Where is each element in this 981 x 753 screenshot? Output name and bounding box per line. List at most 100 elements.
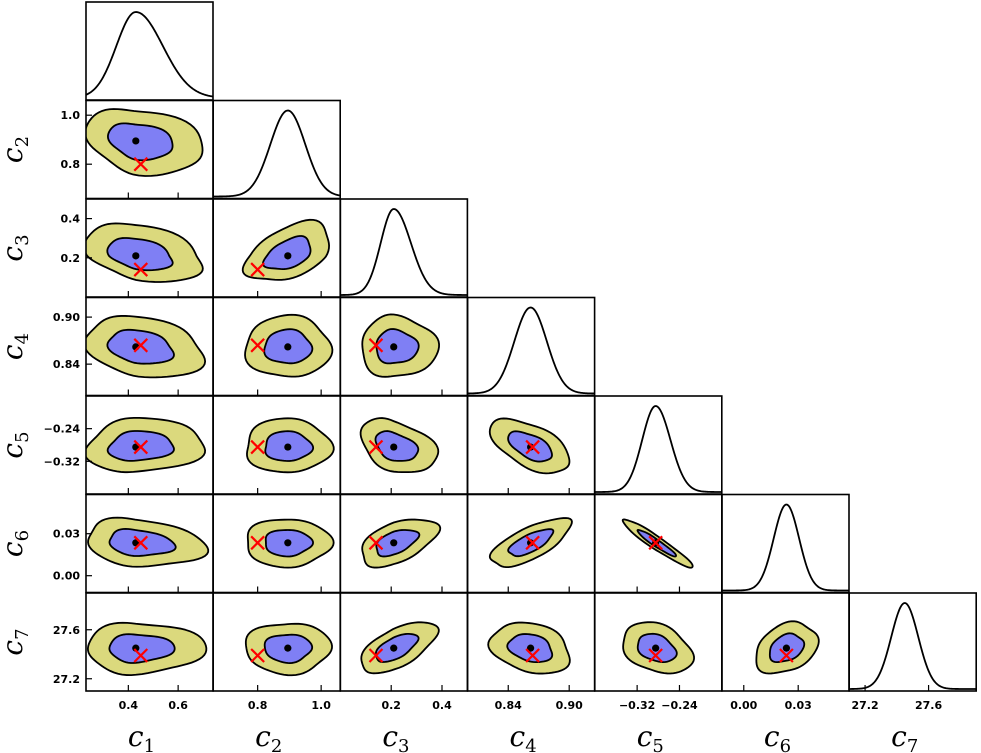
- truth-marker: [250, 439, 265, 455]
- x-tick-label: 0.03: [785, 699, 812, 712]
- panel-frame: [593, 395, 723, 495]
- joint-panel-5-6: [593, 493, 723, 594]
- diag-panel-3: [339, 198, 469, 298]
- truth-marker: [648, 535, 663, 551]
- joint-panel-3-7: [339, 592, 469, 692]
- panel-frame: [721, 493, 850, 594]
- contours: [621, 518, 694, 569]
- mean-marker: [132, 137, 140, 145]
- diag-panel-2: [212, 99, 341, 200]
- joint-panel-2-6: [212, 493, 341, 594]
- mean-marker: [132, 252, 140, 260]
- label-layer: 0.81.00.20.40.840.90−0.32−0.240.000.0327…: [0, 109, 942, 753]
- panel-frame: [848, 592, 978, 692]
- contours: [488, 517, 573, 569]
- x-axis-label-6: c6: [764, 720, 791, 753]
- x-tick-label: 0.4: [119, 699, 139, 712]
- x-axis-label-3: c3: [382, 720, 409, 753]
- joint-panel-2-4: [212, 296, 341, 397]
- contours: [487, 621, 571, 675]
- y-tick-label: 0.2: [61, 252, 81, 265]
- diag-panel-7: [848, 592, 978, 692]
- truth-marker: [648, 648, 663, 663]
- contour-68: [107, 122, 174, 162]
- contours: [86, 315, 207, 379]
- mean-marker: [390, 539, 398, 547]
- contours: [755, 620, 820, 675]
- x-axis-label-1: c1: [128, 720, 155, 753]
- joint-panel-1-4: [85, 296, 214, 397]
- mean-marker: [652, 644, 660, 652]
- y-tick-label: 0.84: [53, 358, 80, 371]
- contour-68: [375, 529, 421, 558]
- x-axis-label-2: c2: [255, 720, 282, 753]
- y-tick-label: 1.0: [61, 109, 81, 122]
- truth-marker: [368, 648, 384, 663]
- contours: [361, 313, 440, 378]
- x-tick-label: 0.6: [168, 699, 188, 712]
- contours: [87, 621, 208, 677]
- y-tick-label: 0.03: [53, 528, 80, 541]
- joint-panel-2-5: [212, 395, 341, 495]
- posterior-curve-3: [340, 208, 468, 296]
- y-tick-label: −0.24: [44, 423, 81, 436]
- y-tick-label: 0.4: [61, 213, 81, 226]
- truth-marker: [779, 648, 794, 663]
- truth-marker: [133, 439, 149, 455]
- joint-panel-4-6: [466, 493, 596, 594]
- mean-marker: [284, 443, 292, 451]
- x-axis-label-7: c7: [891, 720, 918, 753]
- joint-panel-4-5: [466, 395, 596, 495]
- truth-marker: [133, 262, 149, 277]
- contours: [244, 622, 333, 677]
- y-tick-label: 0.90: [53, 311, 80, 324]
- x-axis-label-4: c4: [510, 720, 537, 753]
- x-tick-label: 0.2: [381, 699, 401, 712]
- panel-frame: [466, 296, 596, 397]
- y-tick-label: 27.2: [53, 673, 80, 686]
- x-tick-label: 0.90: [556, 699, 583, 712]
- truth-marker: [133, 338, 149, 353]
- truth-marker: [368, 338, 384, 353]
- mean-marker: [284, 539, 292, 547]
- posterior-curve-4: [467, 306, 595, 395]
- x-tick-label: 0.84: [495, 699, 522, 712]
- diag-panel-1: [85, 1, 214, 101]
- truth-marker: [525, 535, 540, 551]
- truth-marker: [368, 439, 384, 455]
- diag-panel-5: [593, 395, 723, 495]
- diag-panel-4: [466, 296, 596, 397]
- joint-panel-2-3: [212, 198, 341, 298]
- truth-marker: [133, 535, 149, 551]
- truth-marker: [368, 535, 384, 551]
- diag-panel-6: [721, 493, 850, 594]
- truth-marker: [250, 338, 265, 353]
- contours: [622, 621, 695, 675]
- x-tick-label: 0.8: [248, 699, 268, 712]
- joint-panel-1-3: [85, 198, 214, 298]
- mean-marker: [284, 644, 292, 652]
- mean-marker: [390, 443, 398, 451]
- joint-panel-6-7: [721, 592, 850, 692]
- posterior-curve-6: [722, 503, 849, 592]
- truth-marker: [250, 535, 265, 551]
- mean-marker: [526, 443, 535, 451]
- joint-panel-3-4: [339, 296, 469, 397]
- x-axis-label-5: c5: [637, 720, 664, 753]
- contour-68: [106, 237, 174, 272]
- contours: [361, 518, 442, 569]
- mean-marker: [782, 644, 791, 652]
- x-tick-label: 27.2: [852, 699, 879, 712]
- x-tick-label: −0.32: [619, 699, 655, 712]
- contour-68: [375, 328, 420, 365]
- y-axis-label-4: c4: [0, 333, 33, 360]
- contours: [86, 416, 207, 474]
- posterior-curve-2: [213, 109, 341, 198]
- contours: [244, 313, 334, 378]
- y-axis-label-3: c3: [0, 234, 33, 261]
- contours: [86, 108, 204, 177]
- contours: [359, 417, 440, 474]
- y-axis-label-2: c2: [0, 136, 33, 163]
- joint-panel-1-7: [85, 592, 214, 692]
- truth-marker: [133, 156, 149, 172]
